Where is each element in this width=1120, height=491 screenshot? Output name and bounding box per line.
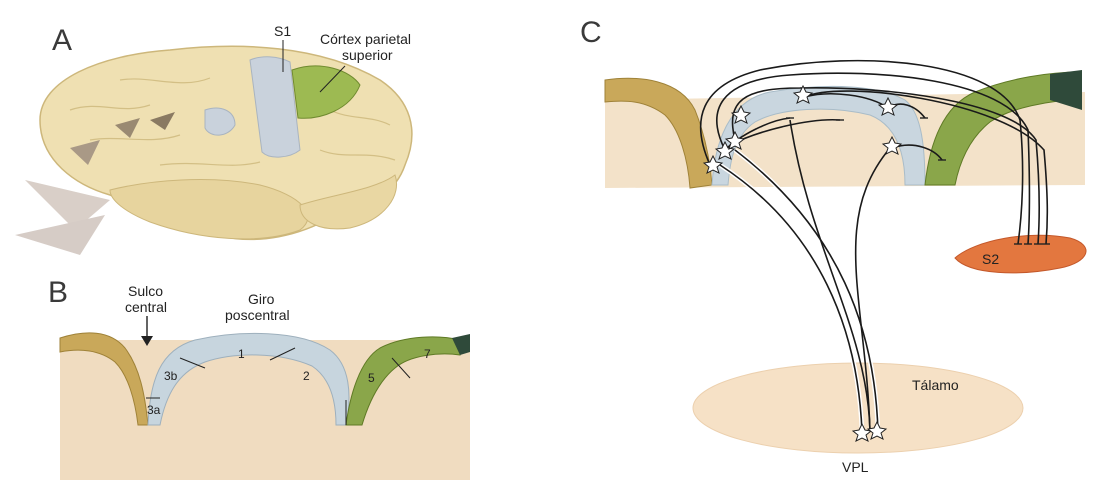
area-label: 1 <box>238 347 245 361</box>
area-label: 3a <box>147 403 161 417</box>
parietal-label-line2: superior <box>342 47 393 63</box>
parietal-label-line1: Córtex parietal <box>320 31 411 47</box>
shadow-wedge <box>15 215 105 255</box>
panel-a-letter: A <box>52 24 72 57</box>
s2-region <box>955 235 1086 273</box>
gyrus-label-line1: Giro <box>248 291 275 307</box>
thalamus-label: Tálamo <box>912 377 959 393</box>
panel-c: C S2 Tálamo VPL <box>580 16 1086 475</box>
vpl-label: VPL <box>842 459 869 475</box>
sulcus-label-line2: central <box>125 299 167 315</box>
panel-a: A S1 Córtex parietal superio <box>15 23 412 255</box>
s1-label: S1 <box>274 23 291 39</box>
area-label: 7 <box>424 347 431 361</box>
area-label: 3b <box>164 369 178 383</box>
sulcus-label-line1: Sulco <box>128 283 163 299</box>
gyrus-label-line2: poscentral <box>225 307 290 323</box>
panel-b-letter: B <box>48 276 68 309</box>
panel-b: B 1 2 3b 3a 5 7 Sulco central Giro posce… <box>48 276 470 480</box>
area-label: 2 <box>303 369 310 383</box>
panel-c-letter: C <box>580 16 602 49</box>
area-label: 5 <box>368 371 375 385</box>
s2-label: S2 <box>982 251 999 267</box>
